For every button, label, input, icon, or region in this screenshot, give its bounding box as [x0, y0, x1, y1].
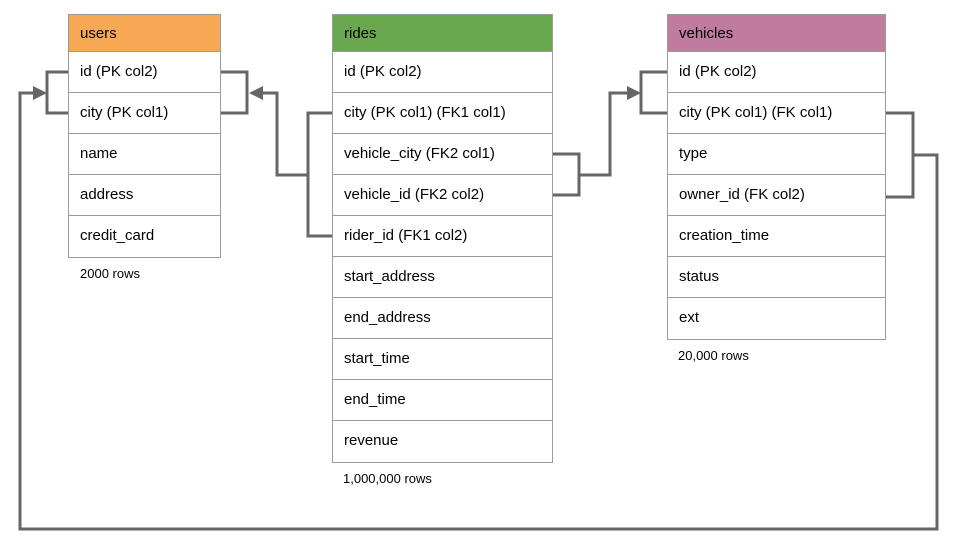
table-vehicles-column-status: status — [668, 257, 885, 298]
table-rides-column-rider-id: rider_id (FK1 col2) — [333, 216, 552, 257]
table-users-column-name: name — [69, 134, 220, 175]
table-vehicles: vehicles id (PK col2) city (PK col1) (FK… — [667, 14, 886, 340]
table-rides-column-end-time: end_time — [333, 380, 552, 421]
table-vehicles-column-owner-id: owner_id (FK col2) — [668, 175, 885, 216]
arrowhead-right-icon — [33, 86, 47, 100]
connector-rides-to-vehicles — [579, 91, 628, 177]
users-right-bracket — [221, 70, 249, 115]
connector-vehicles-to-users — [18, 91, 939, 531]
table-rides-column-vehicle-city: vehicle_city (FK2 col1) — [333, 134, 552, 175]
table-rides-header: rides — [333, 15, 552, 52]
vehicles-row-count: 20,000 rows — [678, 348, 749, 363]
users-left-bracket — [45, 70, 68, 115]
table-rides-column-id: id (PK col2) — [333, 52, 552, 93]
connector-rides-to-users — [262, 91, 308, 177]
table-users-header: users — [69, 15, 220, 52]
users-row-count: 2000 rows — [80, 266, 140, 281]
table-rides-column-revenue: revenue — [344, 432, 399, 449]
rides-right-bracket — [552, 152, 581, 197]
table-vehicles-column-city: city (PK col1) (FK col1) — [668, 93, 885, 134]
rides-row-count: 1,000,000 rows — [343, 471, 432, 486]
table-users: users id (PK col2) city (PK col1) name a… — [68, 14, 221, 258]
table-users-column-id: id (PK col2) — [69, 52, 220, 93]
table-vehicles-header: vehicles — [668, 15, 885, 52]
table-users-column-address: address — [69, 175, 220, 216]
vehicles-right-bracket — [886, 111, 915, 199]
table-vehicles-column-creation-time: creation_time — [668, 216, 885, 257]
table-vehicles-column-id: id (PK col2) — [668, 52, 885, 93]
table-rides-column-vehicle-id: vehicle_id (FK2 col2) — [333, 175, 552, 216]
table-rides-column-start-address: start_address — [333, 257, 552, 298]
rides-left-bracket — [306, 111, 332, 238]
arrowhead-right-icon — [627, 86, 641, 100]
table-rides-column-end-address: end_address — [333, 298, 552, 339]
table-rides-column-city: city (PK col1) (FK1 col1) — [333, 93, 552, 134]
table-rides: rides id (PK col2) city (PK col1) (FK1 c… — [332, 14, 553, 463]
table-users-column-city: city (PK col1) — [69, 93, 220, 134]
arrowhead-left-icon — [249, 86, 263, 100]
vehicles-left-bracket — [639, 70, 667, 115]
table-vehicles-column-ext: ext — [679, 309, 700, 326]
table-rides-column-start-time: start_time — [333, 339, 552, 380]
table-vehicles-column-type: type — [668, 134, 885, 175]
table-users-column-credit-card: credit_card — [80, 227, 155, 244]
